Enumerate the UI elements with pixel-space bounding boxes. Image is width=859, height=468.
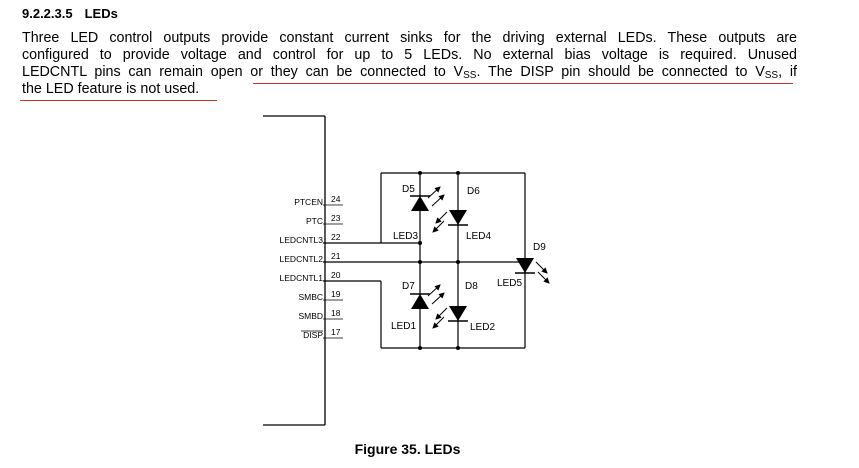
section-heading: 9.2.2.3.5 LEDs xyxy=(22,6,118,21)
led-d7 xyxy=(410,284,445,309)
svg-text:DISP: DISP xyxy=(303,330,323,340)
component-labels: D5 D6 D7 D8 D9 LED3 LED4 LED1 LED2 LED5 xyxy=(391,184,546,333)
pin-disp: DISP 17 xyxy=(301,327,343,340)
svg-text:SMBD: SMBD xyxy=(298,311,323,321)
label-d9: D9 xyxy=(533,242,546,253)
label-led2: LED2 xyxy=(470,322,495,333)
svg-text:17: 17 xyxy=(331,327,341,337)
label-led3: LED3 xyxy=(393,231,418,242)
pin-ptc: PTC 23 xyxy=(306,213,343,226)
svg-text:23: 23 xyxy=(331,213,341,223)
label-d6: D6 xyxy=(467,186,480,197)
svg-text:PTC: PTC xyxy=(306,216,323,226)
svg-text:22: 22 xyxy=(331,232,341,242)
svg-text:21: 21 xyxy=(331,251,341,261)
svg-text:19: 19 xyxy=(331,289,341,299)
annotation-underline-2 xyxy=(20,100,217,101)
pin-ledcntl3: LEDCNTL3 22 xyxy=(280,232,341,245)
section-title: LEDs xyxy=(84,6,118,21)
body-paragraph: Three LED control outputs provide consta… xyxy=(22,30,797,98)
svg-text:LEDCNTL1: LEDCNTL1 xyxy=(280,273,324,283)
pin-ledcntl1: LEDCNTL1 20 xyxy=(280,270,341,283)
led-d6 xyxy=(432,210,468,233)
svg-text:LEDCNTL2: LEDCNTL2 xyxy=(280,254,324,264)
paragraph-line-1: Three LED control outputs provide consta… xyxy=(22,30,797,46)
paragraph-line-4: the LED feature is not used. xyxy=(22,81,200,97)
label-led1: LED1 xyxy=(391,321,416,332)
section-number: 9.2.2.3.5 xyxy=(22,6,73,21)
pin-ptcen: PTCEN 24 xyxy=(294,194,343,207)
pin-ledcntl2: LEDCNTL2 21 xyxy=(280,251,341,264)
annotation-underline-1 xyxy=(253,83,793,84)
paragraph-line-2: configured to provide voltage and contro… xyxy=(22,47,797,63)
junction-dots xyxy=(418,171,460,350)
ic-body xyxy=(263,115,326,426)
paragraph-line-3: LEDCNTL pins can remain open or they can… xyxy=(22,64,797,81)
pin-smbd: SMBD 18 xyxy=(298,308,343,321)
svg-text:PTCEN: PTCEN xyxy=(294,197,323,207)
label-led5: LED5 xyxy=(497,278,522,289)
svg-text:18: 18 xyxy=(331,308,341,318)
figure-caption: Figure 35. LEDs xyxy=(354,441,461,457)
pin-list: PTCEN 24 PTC 23 LEDCNTL3 22 LEDCNTL2 21 … xyxy=(280,194,343,340)
svg-text:24: 24 xyxy=(331,194,341,204)
svg-text:LEDCNTL3: LEDCNTL3 xyxy=(280,235,324,245)
label-d7: D7 xyxy=(402,281,415,292)
pin-smbc: SMBC 19 xyxy=(298,289,343,302)
label-d8: D8 xyxy=(465,281,478,292)
led-d9 xyxy=(515,258,550,284)
led-d5 xyxy=(410,186,445,211)
svg-text:20: 20 xyxy=(331,270,341,280)
label-led4: LED4 xyxy=(466,231,491,242)
led-d8 xyxy=(432,306,468,329)
label-d5: D5 xyxy=(402,184,415,195)
svg-text:SMBC: SMBC xyxy=(298,292,323,302)
